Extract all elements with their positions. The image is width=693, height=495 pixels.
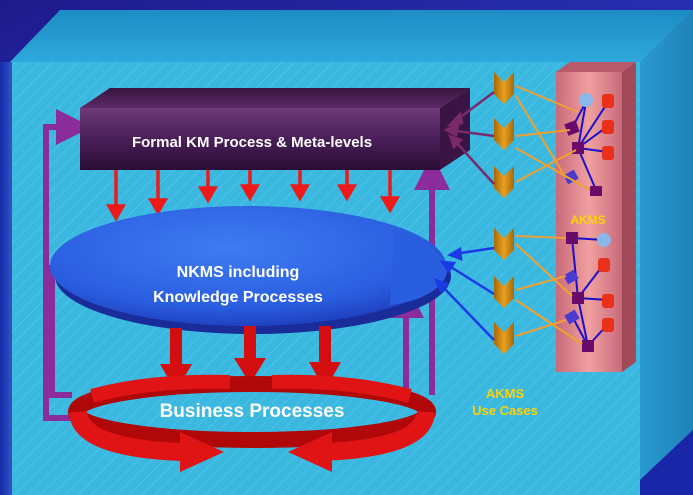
- database-icon: [602, 318, 614, 332]
- server-icon: [564, 309, 580, 325]
- database-icon: [602, 146, 614, 160]
- box-right-face: [640, 10, 693, 480]
- down-arrow: [239, 170, 261, 202]
- down-arrow: [197, 170, 219, 204]
- database-icon: [602, 294, 614, 308]
- chevron-icon: [494, 322, 514, 354]
- chevron-akms-links: [515, 85, 591, 345]
- server-icon: [563, 169, 579, 185]
- database-icon: [602, 94, 614, 108]
- business-ring-front: [69, 410, 183, 461]
- database-icon: [598, 258, 610, 272]
- server-icon: [563, 269, 579, 285]
- chevron-icon: [494, 118, 514, 150]
- chevron-icon: [494, 72, 514, 104]
- chevron-icon: [494, 228, 514, 260]
- business-ring-back: [68, 376, 436, 448]
- down-arrow: [336, 170, 358, 202]
- akms-label: AKMS: [570, 213, 605, 227]
- akms-use-cases-line2: Use Cases: [472, 403, 538, 418]
- akms-panel-top: [556, 62, 636, 72]
- chevron-icon: [494, 276, 514, 308]
- akms-panel-side: [622, 62, 636, 372]
- formal-km-box-front: [80, 108, 440, 170]
- chevron-to-formal-links: [442, 91, 495, 185]
- database-icon: [579, 93, 593, 107]
- nkms-ellipse-group: [50, 206, 451, 334]
- formal-to-nkms-arrows: [105, 170, 401, 222]
- chevron-icon: [494, 166, 514, 198]
- formal-km-box: [80, 88, 470, 170]
- server-icon: [582, 340, 594, 352]
- database-icon: [602, 120, 614, 134]
- akms-nodes: [563, 93, 614, 352]
- nkms-label-line1: NKMS including: [177, 264, 300, 281]
- box-top-face: [10, 10, 693, 62]
- akms-use-cases-line1: AKMS: [486, 386, 525, 401]
- down-arrow: [289, 170, 311, 202]
- left-outer-loop-arrow: [43, 109, 92, 421]
- server-icon: [564, 120, 580, 136]
- box-bottom-corner: [640, 430, 693, 495]
- business-ring-front-right: [321, 410, 435, 461]
- ring-top-arrow-left: [90, 374, 231, 403]
- nkms-ellipse-tail: [390, 230, 448, 305]
- nkms-label-line2: Knowledge Processes: [153, 289, 323, 306]
- business-process-ring: [68, 374, 436, 472]
- server-icon: [572, 292, 584, 304]
- formal-km-label: Formal KM Process & Meta-levels: [132, 134, 372, 151]
- down-arrow: [379, 170, 401, 214]
- server-icon: [566, 232, 578, 244]
- nkms-ellipse: [50, 206, 446, 326]
- down-arrow: [147, 170, 169, 216]
- ring-arrowhead-right: [180, 432, 224, 472]
- business-processes-label: Business Processes: [160, 401, 345, 422]
- down-arrow: [105, 170, 127, 222]
- formal-km-box-top: [80, 88, 470, 108]
- database-icon: [597, 233, 611, 247]
- chevron-to-nkms-links: [433, 246, 495, 341]
- akms-panel: [556, 62, 636, 372]
- server-icon: [590, 186, 602, 196]
- use-case-chevrons: [494, 72, 514, 354]
- box-left-wall: [0, 62, 12, 495]
- ring-top-arrow-right: [271, 374, 412, 403]
- big-down-arrow: [234, 326, 266, 384]
- ring-arrowhead-left: [288, 432, 332, 472]
